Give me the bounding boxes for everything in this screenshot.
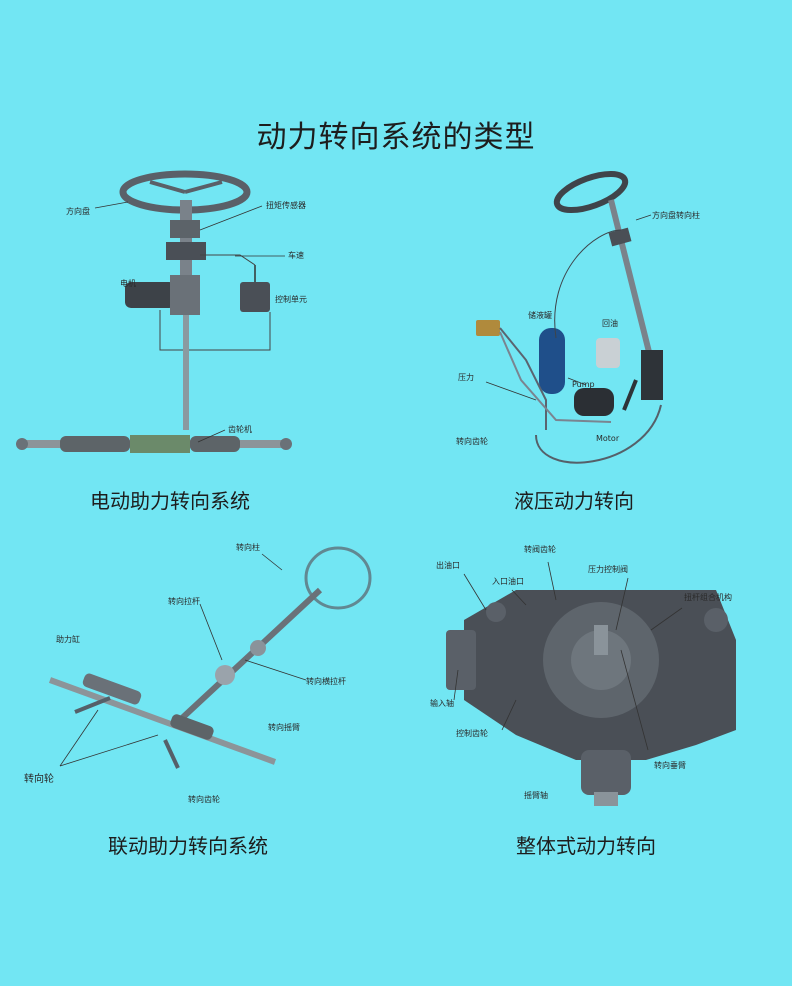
hydraulic-steering-illustration bbox=[476, 170, 663, 464]
label-pump: Pump bbox=[572, 380, 595, 389]
label-outlet: 出油口 bbox=[436, 561, 460, 570]
label-rocker-shaft: 摇臂轴 bbox=[524, 791, 548, 800]
linkage-steering-illustration bbox=[48, 546, 372, 769]
label-gear: 转向齿轮 bbox=[188, 795, 220, 804]
label-steering-wheel: 方向盘 bbox=[66, 207, 90, 216]
integral-steering-illustration bbox=[446, 561, 736, 806]
label-tie-rod: 转向拉杆 bbox=[168, 597, 200, 606]
label-torque-sensor: 扭矩传感器 bbox=[266, 201, 306, 210]
label-input-shaft: 输入轴 bbox=[430, 699, 454, 708]
integral-steering-panel: 出油口 入口油口 转阀齿轮 压力控制阀 扭杆组合机构 输入轴 控制齿轮 转向垂臂… bbox=[396, 530, 792, 870]
label-motor: Motor bbox=[596, 434, 620, 443]
label-inlet: 入口油口 bbox=[492, 577, 524, 586]
label-pitman-arm: 转向摇臂 bbox=[268, 723, 300, 732]
label-pressure: 压力 bbox=[458, 373, 474, 382]
label-motor: 电机 bbox=[120, 279, 136, 288]
label-control-unit: 控制单元 bbox=[275, 295, 307, 304]
label-speed: 车速 bbox=[288, 251, 304, 260]
label-column: 方向盘转向柱 bbox=[652, 211, 700, 220]
hydraulic-steering-panel: 方向盘转向柱 压力 储液罐 Pump Motor 转向齿轮 回油 液压动力转向 bbox=[396, 160, 792, 520]
label-reservoir: 储液罐 bbox=[528, 311, 552, 320]
label-cylinder: 助力缸 bbox=[56, 635, 80, 644]
label-gear: 齿轮机 bbox=[228, 425, 252, 434]
label-cross-rod: 转向横拉杆 bbox=[306, 677, 346, 686]
page-title: 动力转向系统的类型 bbox=[256, 120, 536, 155]
label-column: 转向柱 bbox=[236, 543, 260, 552]
caption-linkage: 联动助力转向系统 bbox=[108, 834, 268, 858]
linkage-steering-panel: 转向柱 转向拉杆 转向轮 转向横拉杆 转向摇臂 转向齿轮 助力缸 联动助力转向系… bbox=[0, 530, 396, 870]
label-torsion: 扭杆组合机构 bbox=[684, 593, 732, 602]
caption-hydraulic: 液压动力转向 bbox=[514, 489, 634, 513]
electric-steering-illustration bbox=[16, 170, 292, 453]
caption-integral: 整体式动力转向 bbox=[516, 834, 656, 858]
label-valve: 转阀齿轮 bbox=[524, 545, 556, 554]
label-gear: 转向齿轮 bbox=[456, 437, 488, 446]
caption-electric: 电动助力转向系统 bbox=[90, 489, 250, 513]
label-return: 回油 bbox=[602, 319, 618, 328]
label-sector: 转向垂臂 bbox=[654, 761, 686, 770]
label-wheel: 转向轮 bbox=[24, 774, 54, 785]
label-pressure-valve: 压力控制阀 bbox=[588, 565, 628, 574]
electric-steering-panel: 方向盘 扭矩传感器 车速 电机 控制单元 齿轮机 电动助力转向系统 bbox=[0, 160, 396, 520]
label-control-gear: 控制齿轮 bbox=[456, 729, 488, 738]
